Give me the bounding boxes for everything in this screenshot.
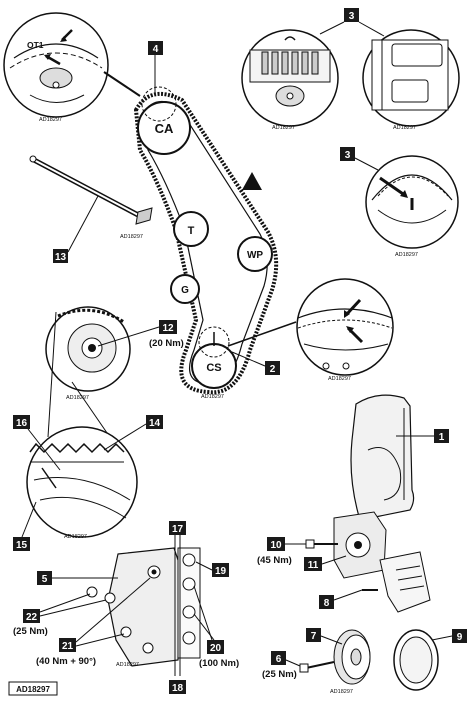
callout-11: 11 xyxy=(304,555,347,571)
svg-text:13: 13 xyxy=(55,252,67,263)
svg-text:10: 10 xyxy=(270,540,282,551)
callout-8: 8 xyxy=(319,589,363,609)
callout-16: 16 xyxy=(13,415,61,471)
svg-text:22: 22 xyxy=(26,612,38,623)
svg-text:11: 11 xyxy=(308,560,319,571)
camshaft-mark-detail: OT1 AD18297 xyxy=(3,12,109,123)
reference-code: AD18297 xyxy=(39,117,62,123)
svg-text:AD18297: AD18297 xyxy=(201,394,224,400)
callout-4: 4 xyxy=(148,41,163,93)
footer-code: AD18297 xyxy=(8,681,58,696)
svg-text:7: 7 xyxy=(311,631,317,642)
svg-text:17: 17 xyxy=(172,524,184,535)
svg-text:AD18297: AD18297 xyxy=(16,685,50,694)
svg-text:3: 3 xyxy=(345,150,351,161)
torque-10: (45 Nm) xyxy=(257,555,292,566)
callout-3-top: 3 xyxy=(319,8,385,37)
timing-belt-layout: CA T WP G CS AD18297 xyxy=(133,86,279,400)
svg-text:16: 16 xyxy=(16,418,28,429)
engine-mount-bracket: AD18297 xyxy=(86,534,201,676)
svg-text:19: 19 xyxy=(215,566,227,577)
svg-text:AD18297: AD18297 xyxy=(395,252,418,258)
svg-text:AD18297: AD18297 xyxy=(64,534,87,540)
warning-triangle-icon xyxy=(242,172,262,190)
svg-text:14: 14 xyxy=(149,418,161,429)
svg-text:12: 12 xyxy=(162,323,174,334)
torque-21: (40 Nm + 90°) xyxy=(36,656,96,667)
torque-22: (25 Nm) xyxy=(13,626,48,637)
tensioner-detail: AD18297 xyxy=(45,306,131,401)
svg-text:AD18297: AD18297 xyxy=(328,376,351,382)
camshaft-sensor-detail: AD18297 xyxy=(365,155,459,258)
callout-14: 14 xyxy=(103,415,163,451)
svg-text:8: 8 xyxy=(324,598,330,609)
callout-3-mid: 3 xyxy=(340,147,379,171)
pulley-t-label: T xyxy=(188,225,195,237)
svg-text:AD18297: AD18297 xyxy=(120,234,143,240)
callout-13: 13 xyxy=(53,195,99,263)
callout-19: 19 xyxy=(195,561,229,577)
locking-tool-13: AD18297 xyxy=(29,155,153,240)
svg-text:AD18297: AD18297 xyxy=(116,662,139,668)
callout-12: 12 (20 Nm) xyxy=(97,320,184,349)
callout-17: 17 xyxy=(169,521,186,535)
housing-detail: AD18297 xyxy=(362,29,460,131)
svg-text:18: 18 xyxy=(172,683,184,694)
svg-text:AD18297: AD18297 xyxy=(66,395,89,401)
callout-6: 6 (25 Nm) xyxy=(262,651,301,680)
torque-20: (100 Nm) xyxy=(199,658,239,669)
svg-text:20: 20 xyxy=(210,643,222,654)
crank-pulley-assembly: AD18297 xyxy=(299,629,439,695)
callout-7: 7 xyxy=(306,628,343,645)
svg-text:3: 3 xyxy=(349,11,355,22)
svg-text:AD18297: AD18297 xyxy=(272,125,295,131)
svg-text:6: 6 xyxy=(276,654,282,665)
svg-text:9: 9 xyxy=(457,632,463,643)
pulley-cs-label: CS xyxy=(206,362,221,374)
svg-text:5: 5 xyxy=(42,574,48,585)
tensioner-assembly xyxy=(305,511,431,613)
callout-21: 21 (40 Nm + 90°) xyxy=(36,577,151,667)
callout-2: 2 xyxy=(231,351,280,375)
torque-12: (20 Nm) xyxy=(149,338,184,349)
timing-mark-label: OT1 xyxy=(27,40,44,50)
svg-text:15: 15 xyxy=(16,540,28,551)
callout-20: 20 (100 Nm) xyxy=(193,585,239,669)
svg-text:AD18297: AD18297 xyxy=(330,689,353,695)
pulley-g-label: G xyxy=(181,285,189,296)
torque-6: (25 Nm) xyxy=(262,669,297,680)
callout-9: 9 xyxy=(431,629,467,643)
crankshaft-mark-detail: AD18297 xyxy=(296,278,394,382)
callout-1: 1 xyxy=(396,429,449,443)
crankshaft-sprocket-detail: AD18297 xyxy=(241,29,339,131)
svg-text:1: 1 xyxy=(439,432,445,443)
callout-5: 5 xyxy=(37,571,118,585)
callout-10: 10 (45 Nm) xyxy=(257,537,306,566)
pulley-wp-label: WP xyxy=(247,250,263,261)
svg-text:AD18297: AD18297 xyxy=(393,125,416,131)
svg-text:21: 21 xyxy=(62,641,74,652)
pulley-ca-label: CA xyxy=(155,121,174,136)
timing-cover xyxy=(350,394,415,521)
callout-18: 18 xyxy=(169,680,186,694)
belt-teeth-detail: AD18297 xyxy=(26,426,138,540)
svg-text:2: 2 xyxy=(270,364,276,375)
svg-text:4: 4 xyxy=(153,44,159,55)
callout-15: 15 xyxy=(13,501,37,551)
callout-22: 22 (25 Nm) xyxy=(13,593,107,637)
